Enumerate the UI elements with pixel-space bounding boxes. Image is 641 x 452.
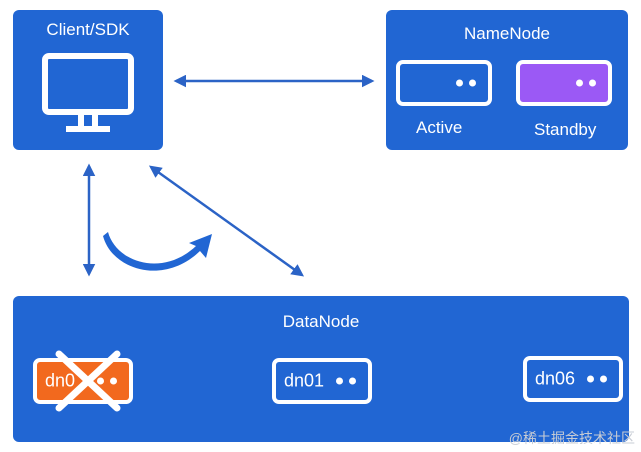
active-namenode-server [396,60,492,106]
server-dots-icon [587,375,607,383]
active-label: Active [416,118,463,137]
client-sdk-title: Client/SDK [46,20,130,39]
datanode-server: dn01 [272,358,372,404]
namenode-box: NameNode Active Standby [386,10,628,150]
datanode-server: dn06 [523,356,623,402]
server-dots-icon [336,377,356,385]
client-datanode-diagonal-arrow [148,165,305,277]
datanode-title: DataNode [282,312,360,331]
datanode-server-label: dn01 [284,370,325,391]
client-sdk-box: Client/SDK [13,10,163,150]
watermark: @稀土掘金技术社区 [508,430,635,446]
server-dots-icon [456,79,476,87]
monitor-icon [42,53,134,132]
namenode-title: NameNode [464,24,550,43]
server-dots-icon [576,79,596,87]
failover-curved-arrow [103,232,212,271]
datanode-server-label: dn0 [45,370,76,391]
standby-namenode-server [516,60,612,106]
standby-label: Standby [534,120,597,139]
datanode-server-label: dn06 [535,368,576,389]
datanode-box: DataNode dn0 dn01 dn06 [13,296,629,442]
failed-cross-icon [55,350,121,412]
server-dots-icon [97,377,117,385]
